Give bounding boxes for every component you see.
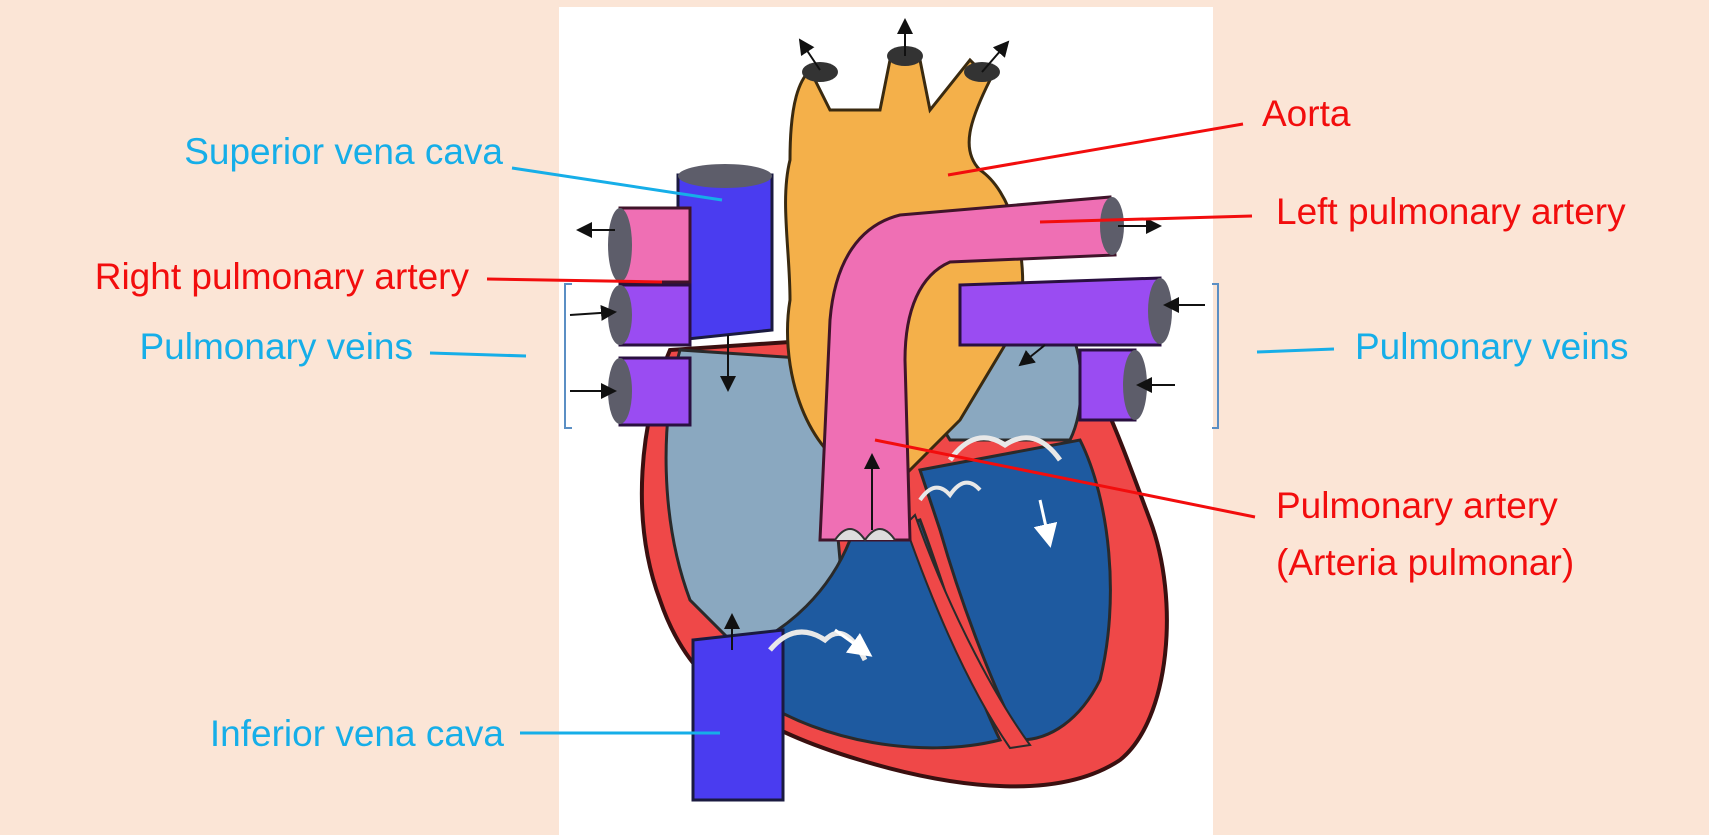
label-superior-vena-cava: Superior vena cava — [184, 130, 503, 174]
label-pulmonary-artery-translation: (Arteria pulmonar) — [1276, 541, 1574, 585]
label-pulmonary-veins-left: Pulmonary veins — [139, 325, 413, 369]
label-pulmonary-artery: Pulmonary artery — [1276, 484, 1558, 528]
label-aorta: Aorta — [1262, 92, 1350, 136]
label-inferior-vena-cava: Inferior vena cava — [210, 712, 504, 756]
aorta-branch-opening-1 — [802, 62, 838, 82]
inferior-vena-cava-vessel — [693, 630, 783, 800]
label-right-pulmonary-artery: Right pulmonary artery — [95, 255, 469, 299]
label-pulmonary-veins-right: Pulmonary veins — [1355, 325, 1629, 369]
left-pulmonary-vein-upper — [960, 278, 1160, 345]
superior-vena-cava-vessel — [678, 175, 772, 340]
label-left-pulmonary-artery: Left pulmonary artery — [1276, 190, 1626, 234]
